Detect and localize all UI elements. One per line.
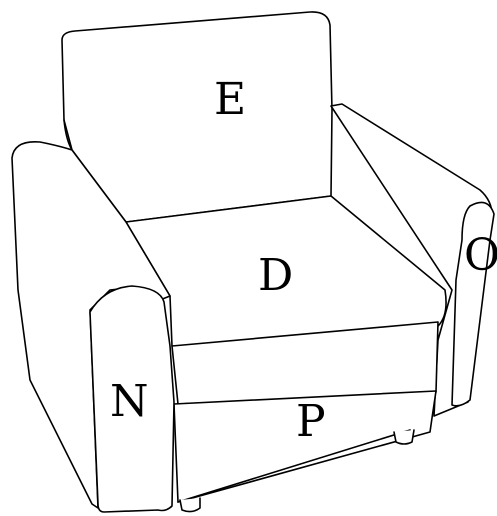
right-foot [394, 430, 414, 444]
left-foot [180, 498, 200, 512]
label-e: E [214, 74, 246, 125]
label-p: P [296, 396, 326, 447]
label-d: D [258, 250, 293, 301]
label-n: N [110, 376, 149, 427]
label-o: O [464, 230, 497, 281]
